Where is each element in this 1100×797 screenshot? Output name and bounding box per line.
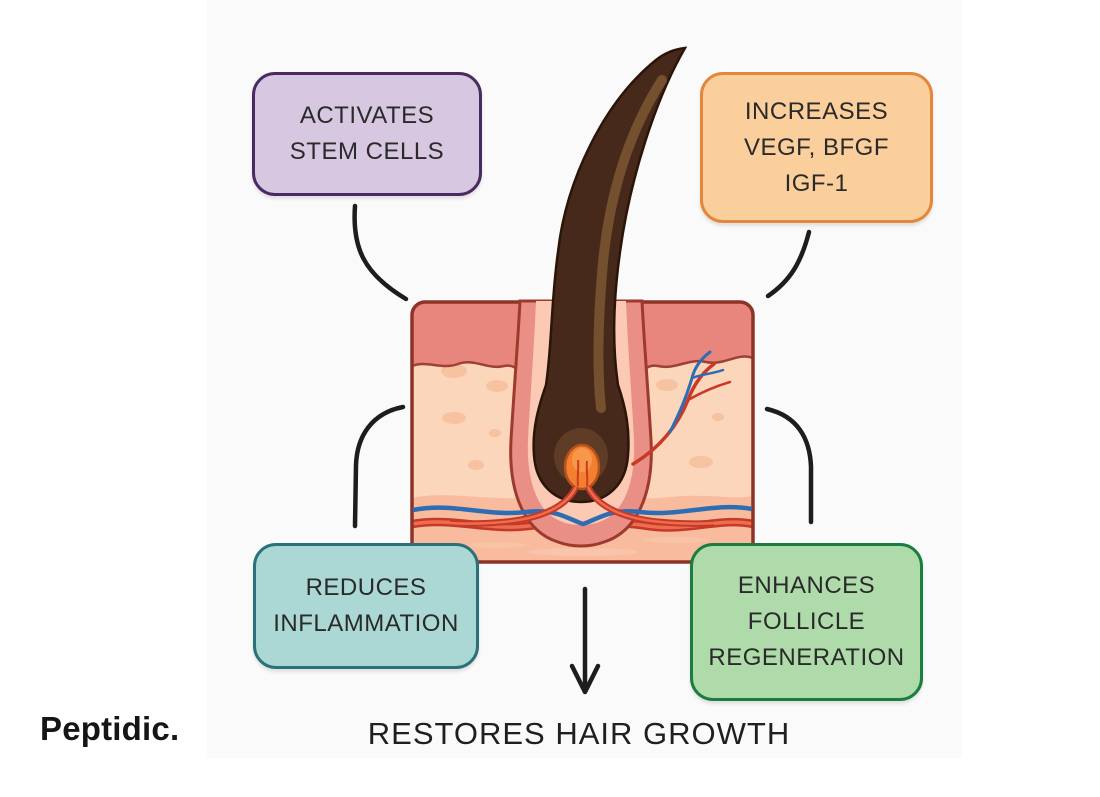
- pill-label: ENHANCES FOLLICLE REGENERATION: [708, 572, 905, 671]
- vein-horizontal: [412, 504, 753, 527]
- hair-shaft: [532, 46, 688, 504]
- pill-label: INCREASES VEGF, BFGF IGF-1: [743, 97, 889, 197]
- branch-vessels: [631, 350, 732, 466]
- papilla-vessel-lines: [576, 459, 589, 487]
- result-label: RESTORES HAIR GROWTH: [367, 716, 791, 751]
- subcutis-streak: [528, 548, 638, 556]
- pill-activates-stem-cells: ACTIVATES STEM CELLS: [252, 72, 482, 196]
- hair-shaft-highlight: [593, 75, 667, 413]
- pill-reduces-inflammation: REDUCES INFLAMMATION: [253, 543, 479, 669]
- dermis-spots: [441, 364, 724, 470]
- papilla-arteries: [449, 485, 715, 527]
- pill-enhances-follicle-regeneration: ENHANCES FOLLICLE REGENERATION: [690, 543, 923, 701]
- subcutis-streak: [644, 537, 708, 543]
- brand-logo: Peptidic.: [40, 710, 180, 747]
- subcutis-streak: [470, 542, 526, 548]
- pill-label: REDUCES INFLAMMATION: [273, 574, 459, 637]
- pill-label: ACTIVATES STEM CELLS: [289, 102, 445, 165]
- hair-follicle-illustration: [410, 46, 755, 564]
- dermal-papilla-highlight: [572, 448, 592, 472]
- pill-increases-growth-factors: INCREASES VEGF, BFGF IGF-1: [700, 72, 933, 223]
